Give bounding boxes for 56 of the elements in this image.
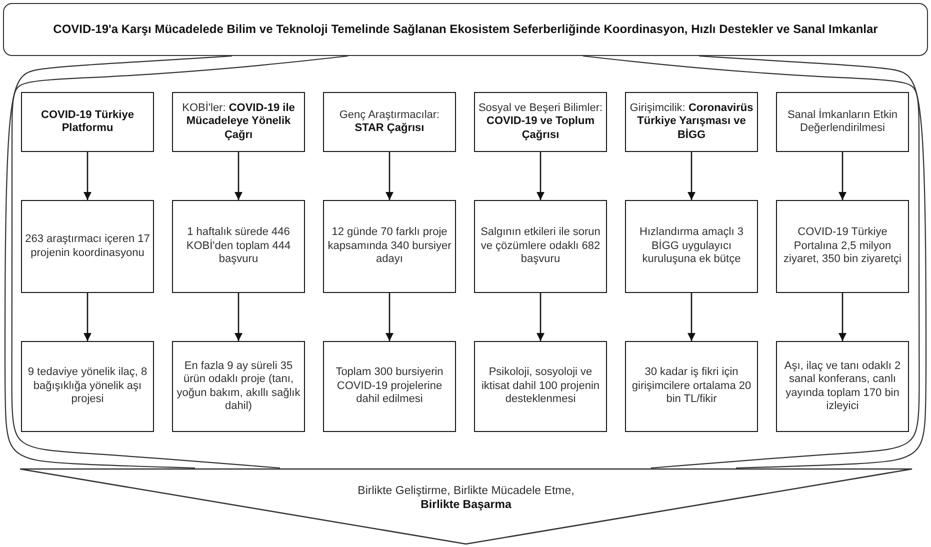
arrow (386, 152, 394, 200)
result-text: Salgının etkileri ile sorun ve çözümlere odaklı 682 başvuru (480, 226, 602, 267)
program-box (474, 92, 607, 152)
arrow (536, 293, 544, 341)
program-box (625, 92, 758, 152)
arrow (838, 293, 846, 341)
outcome-box (625, 341, 758, 432)
arrow (688, 152, 696, 200)
program-title: COVID-19 Türkiye Platformu (40, 108, 135, 136)
result-box (323, 200, 456, 293)
heading-text: COVID-19'a Karşı Mücadelede Bilim ve Teknoloji Temelinde Sağlanan Ekosistem Seferberliğinde Koordinasyon, Hızlı Destekler ve Sanal Imkanlar (53, 22, 878, 37)
result-box (625, 200, 758, 293)
arrow (838, 152, 846, 200)
outcome-box (474, 341, 607, 432)
connector-curve (698, 55, 927, 469)
outcome-text: 9 tedaviye yönelik ilaç, 8 bağışıklığa yönelik aşı projesi (26, 366, 148, 407)
arrow (84, 152, 92, 200)
result-text: Hızlandırma amaçlı 3 BİGG uygulayıcı kuruluşuna ek bütçe (638, 226, 744, 267)
result-text: 1 haftalık sürede 446 KOBİ'den toplam 444 başvuru (185, 226, 292, 267)
program-title: Genç Araştırmacılar: STAR Çağrısı (338, 108, 441, 136)
outcome-box (172, 341, 305, 432)
outcome-text: Toplam 300 bursiyerin COVID-19 projelerine dahil edilmesi (334, 366, 444, 407)
connector-curve (4, 55, 232, 469)
chevron-banner (19, 468, 913, 546)
program-box (21, 92, 154, 152)
result-box (776, 200, 909, 293)
result-box (21, 200, 154, 293)
result-text: 12 günde 70 farklı proje kapsamında 340 bursiyer adayı (327, 226, 452, 267)
program-box (776, 92, 909, 152)
program-title: Girişimcilik: Coronavirüs Türkiye Yarışması ve BİGG (629, 102, 754, 142)
program-box (172, 92, 305, 152)
outcome-box (21, 341, 154, 432)
arrow (688, 293, 696, 341)
result-text: COVID-19 Türkiye Portalına 2,5 milyon ziyaret, 350 bin ziyaretçi (782, 226, 902, 267)
connector-curve (11, 55, 348, 469)
outcome-text: En fazla 9 ay süreli 35 ürün odaklı proje (tanı, yoğun bakım, akıllı sağlık dahil) (176, 360, 301, 414)
arrow (84, 293, 92, 341)
program-box (323, 92, 456, 152)
outcome-text: Aşı, ilaç ve tanı odaklı 2 sanal konferans, canlı yayında toplam 170 bin izleyici (783, 360, 902, 414)
program-title: KOBİ'ler: COVID-19 ile Mücadeleye Yönelik Çağrı (181, 102, 296, 142)
outcome-text: 30 kadar iş fikri için girişimcilere ortalama 20 bin TL/fikir (630, 366, 752, 407)
heading-box (3, 3, 928, 56)
result-box (474, 200, 607, 293)
outcome-text: Psikoloji, sosyoloji ve iktisat dahil 100 projenin desteklenmesi (480, 366, 601, 407)
program-title: Sanal İmkanların Etkin Değerlendirilmesi (786, 108, 899, 136)
arrow (386, 293, 394, 341)
arrow (536, 152, 544, 200)
program-title: Sosyal ve Beşeri Bilimler: COVID-19 ve Toplum Çağrısı (478, 102, 603, 142)
result-text: 263 araştırmacı içeren 17 projenin koordinasyonu (25, 233, 150, 260)
arrow (234, 152, 242, 200)
outcome-box (776, 341, 909, 432)
connector-curve (582, 55, 920, 469)
outcome-box (323, 341, 456, 432)
slogan-text: Birlikte Geliştirme, Birlikte Mücadele Etme, Birlikte Başarma (356, 484, 576, 512)
result-box (172, 200, 305, 293)
arrow (234, 293, 242, 341)
